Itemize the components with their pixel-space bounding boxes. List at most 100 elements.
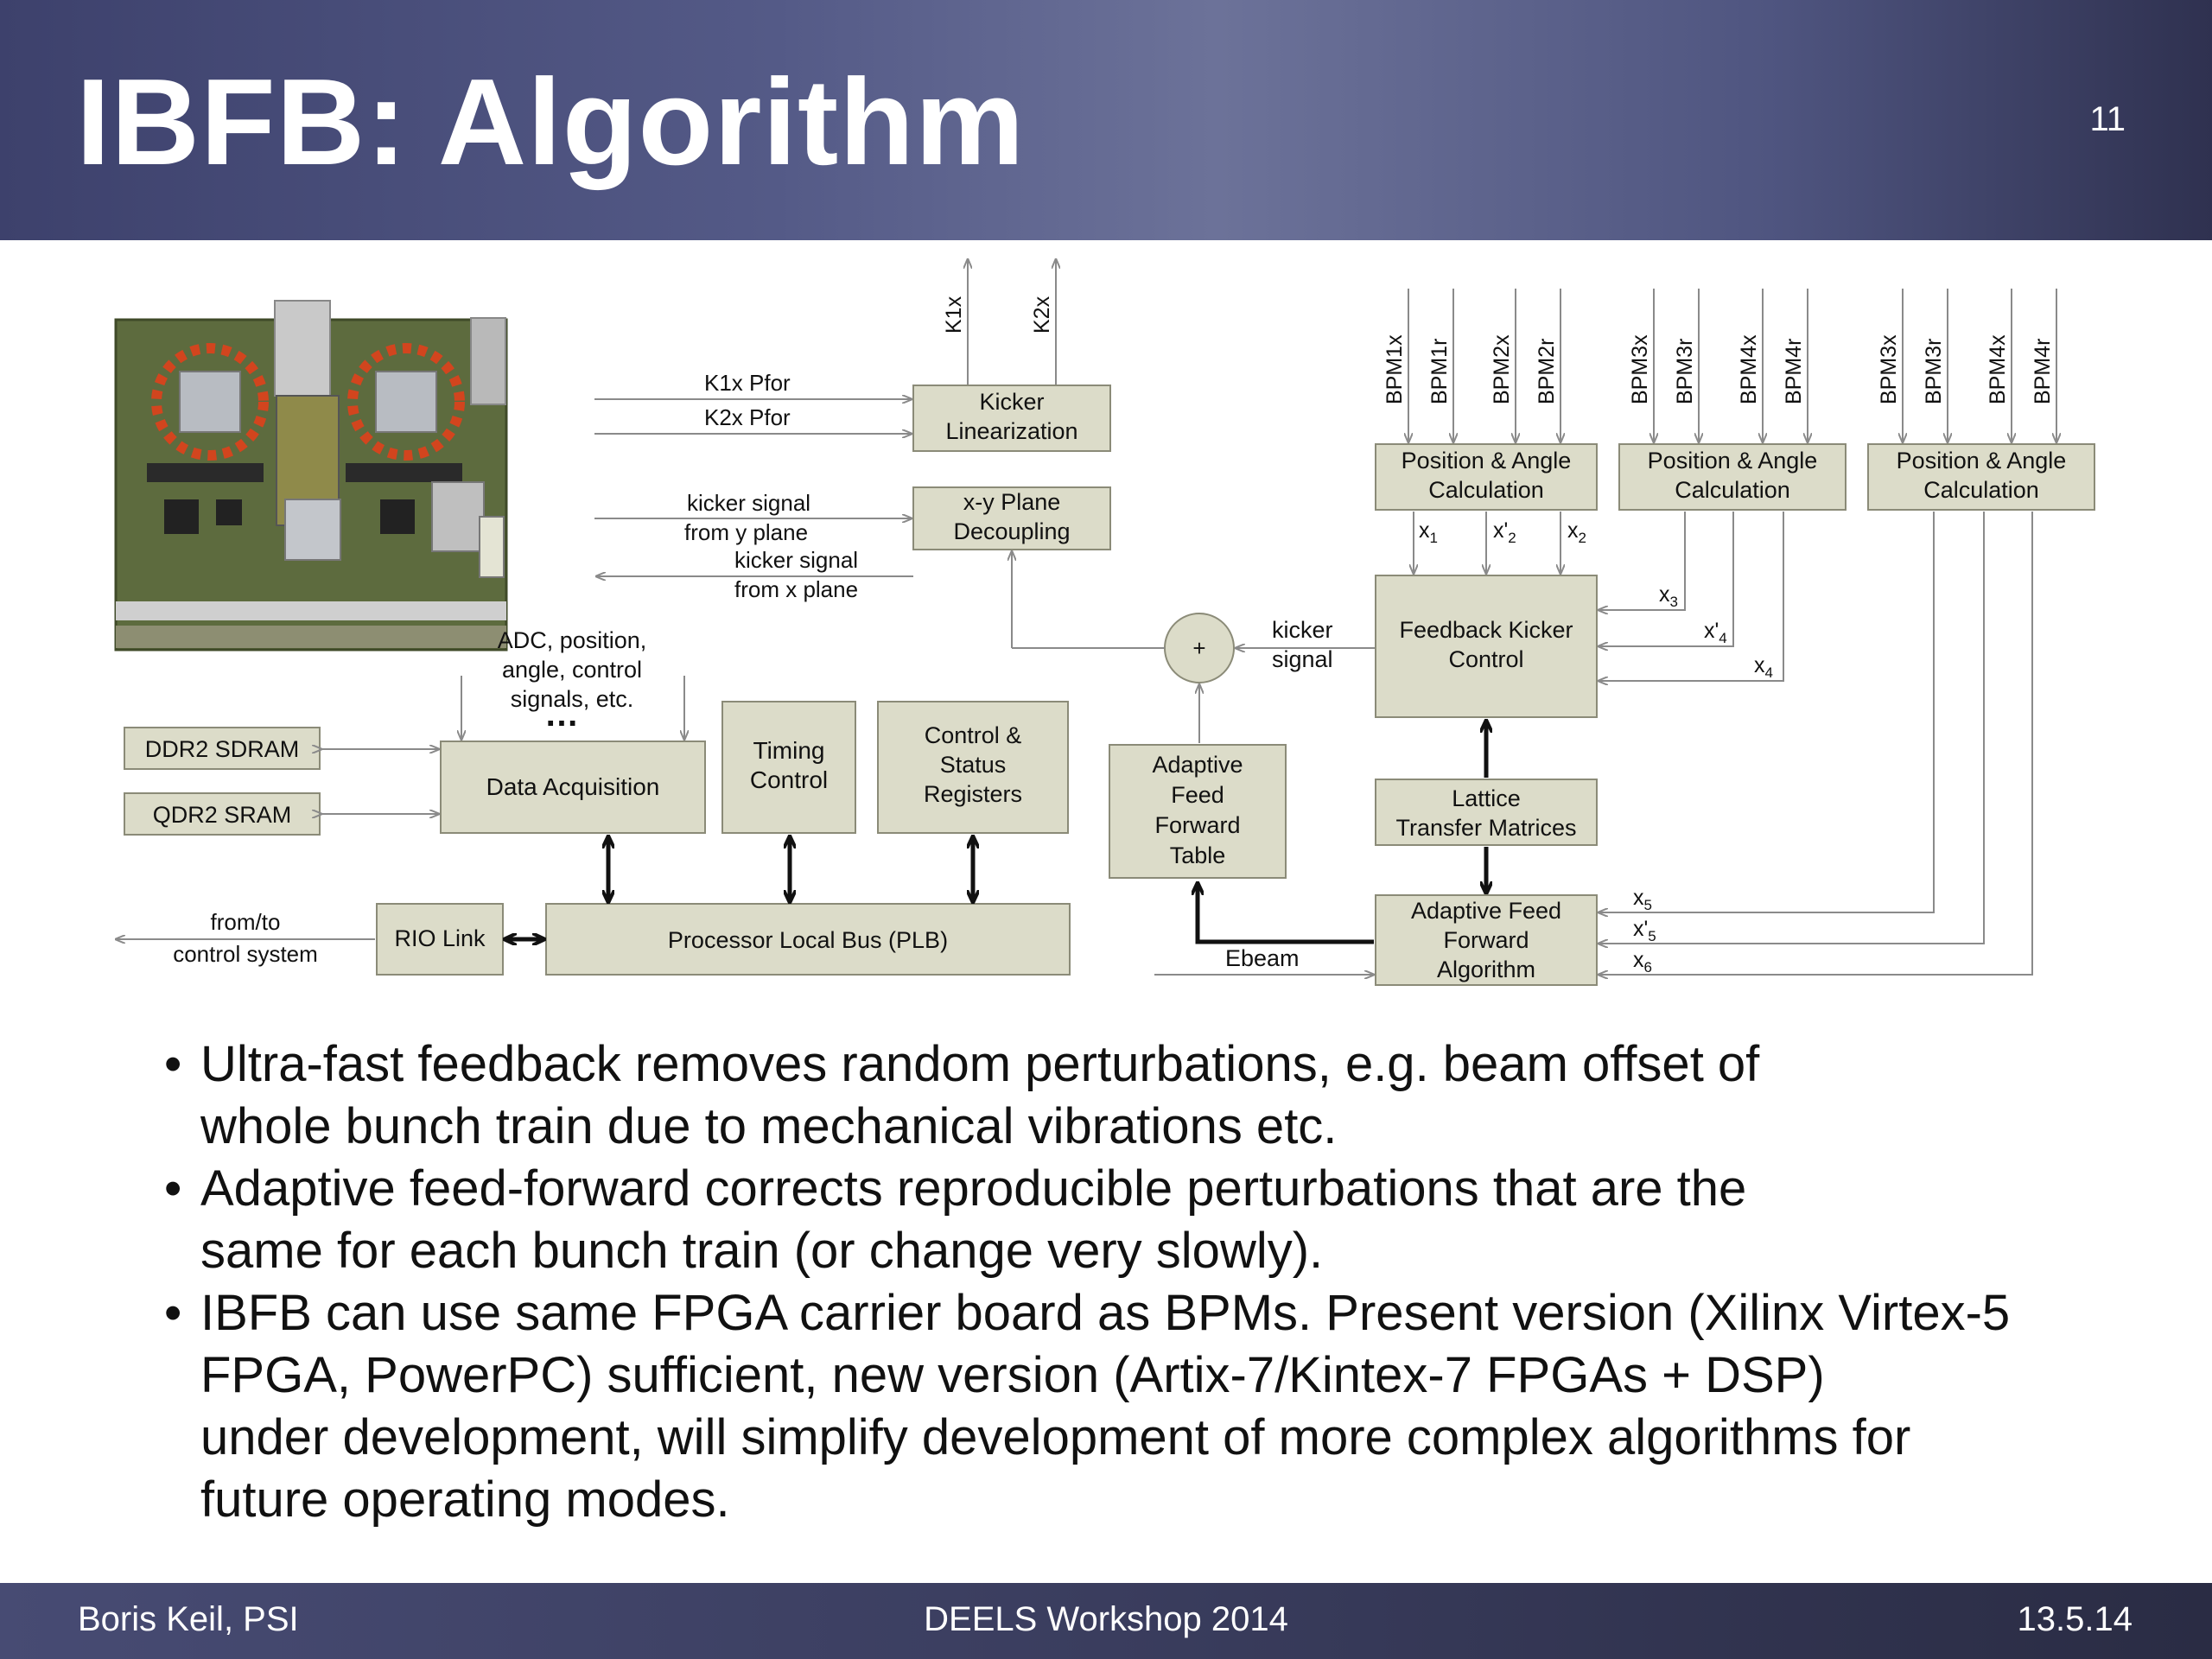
- position-angle-calc-1: [1375, 443, 1598, 511]
- kicker-y-line-2: from y plane: [684, 519, 808, 545]
- xy-decoupling-line-2: Decoupling: [953, 518, 1070, 544]
- bullet-line: same for each bunch train (or change ver…: [200, 1223, 1324, 1279]
- sig-x1: x1: [1419, 518, 1438, 546]
- aff-table-line-1: Adaptive: [1152, 752, 1243, 778]
- bullet-item: • Adaptive feed-forward corrects reprodu…: [164, 1158, 2169, 1282]
- sig-x5: x5: [1633, 886, 1652, 913]
- data-acquisition-label: Data Acquisition: [486, 773, 660, 800]
- processor-local-bus-block: [545, 903, 1071, 976]
- bullet-list: • Ultra-fast feedback removes random per…: [164, 1033, 2169, 1531]
- pac3-line-1: Position & Angle: [1897, 448, 2067, 474]
- bullet-item: • IBFB can use same FPGA carrier board a…: [164, 1282, 2169, 1531]
- bullet-line: Ultra-fast feedback removes random pertu…: [200, 1036, 1760, 1092]
- ebeam-label: Ebeam: [1225, 945, 1300, 971]
- k2x-pfor-label: K2x Pfor: [704, 404, 791, 430]
- title-bar: IBFB: Algorithm 11: [0, 0, 2212, 240]
- summing-junction-symbol: +: [1192, 635, 1205, 661]
- aff-table-line-3: Forward: [1154, 812, 1240, 838]
- xy-decoupling-line-1: x-y Plane: [963, 489, 1061, 515]
- adc-line-1: ADC, position,: [498, 627, 647, 653]
- position-angle-calc-2: [1618, 443, 1847, 511]
- bpm2r-label: BPM2r: [1535, 339, 1559, 404]
- fkc-line-1: Feedback Kicker: [1399, 617, 1573, 643]
- bullet-line: under development, will simplify develop…: [200, 1409, 1911, 1465]
- sig-x4: x4: [1754, 653, 1773, 681]
- pac3-line-2: Calculation: [1923, 477, 2039, 503]
- adc-line-2: angle, control: [502, 657, 642, 683]
- feedback-kicker-control-block: [1375, 575, 1598, 718]
- g2-bpm4x-label: BPM4x: [1737, 334, 1761, 404]
- kicker-x-line-1: kicker signal: [734, 547, 858, 573]
- pac1-line-2: Calculation: [1428, 477, 1544, 503]
- bullet-line: whole bunch train due to mechanical vibr…: [200, 1098, 1338, 1154]
- rio-link-label: RIO Link: [394, 925, 486, 951]
- bullet-marker: •: [164, 1036, 182, 1092]
- sig-x2: x2: [1567, 518, 1586, 546]
- csr-line-1: Control &: [925, 722, 1022, 748]
- affa-line-1: Adaptive Feed: [1411, 898, 1561, 924]
- aff-table-line-2: Feed: [1171, 782, 1224, 808]
- bullet-line: Adaptive feed-forward corrects reproduci…: [200, 1160, 1747, 1217]
- g3-bpm4r-label: BPM4r: [2031, 339, 2055, 404]
- affa-line-2: Forward: [1443, 927, 1529, 953]
- csr-line-2: Status: [940, 752, 1007, 778]
- kicker-linearization-line-1: Kicker: [979, 389, 1044, 415]
- data-acquisition-block: [440, 741, 706, 834]
- adc-line-3: signals, etc.: [511, 686, 634, 712]
- bpm1r-label: BPM1r: [1427, 339, 1452, 404]
- adaptive-feed-forward-algorithm-block: [1375, 894, 1598, 986]
- g2-bpm3x-label: BPM3x: [1628, 334, 1652, 404]
- sig-x2-prime: x'2: [1493, 518, 1516, 546]
- fromto-line-2: control system: [173, 941, 318, 967]
- fromto-line-1: from/to: [211, 909, 281, 935]
- bullet-item: • Ultra-fast feedback removes random per…: [164, 1033, 2169, 1158]
- bpm-group-3: BPM3x BPM3r BPM4x BPM4r: [1877, 289, 2056, 442]
- bullet-line: IBFB can use same FPGA carrier board as …: [200, 1285, 2011, 1341]
- pac2-line-1: Position & Angle: [1648, 448, 1818, 474]
- pac1-line-1: Position & Angle: [1402, 448, 1572, 474]
- affa-line-3: Algorithm: [1437, 957, 1535, 982]
- kicker-signal-line-1: kicker: [1272, 617, 1333, 643]
- slide-title: IBFB: Algorithm: [76, 54, 1026, 191]
- bullet-line: future operating modes.: [200, 1471, 730, 1528]
- footer-date: 13.5.14: [2017, 1600, 2133, 1638]
- qdr2-sram-box: [124, 792, 321, 836]
- k2x-label: K2x: [1030, 296, 1054, 334]
- footer-event: DEELS Workshop 2014: [924, 1600, 1288, 1638]
- bullet-marker: •: [164, 1160, 182, 1217]
- adaptive-feed-forward-table-block: [1109, 744, 1287, 879]
- kicker-linearization-block: [912, 385, 1111, 452]
- qdr2-label: QDR2 SRAM: [153, 802, 292, 828]
- g3-bpm3r-label: BPM3r: [1922, 339, 1946, 404]
- csr-line-3: Registers: [924, 781, 1022, 807]
- lattice-transfer-matrices-block: [1375, 779, 1598, 846]
- k1x-label: K1x: [942, 296, 966, 334]
- fkc-line-2: Control: [1448, 646, 1523, 672]
- kicker-y-line-1: kicker signal: [687, 490, 810, 516]
- position-angle-calc-3: [1867, 443, 2095, 511]
- k1x-pfor-label: K1x Pfor: [704, 370, 791, 396]
- kicker-signal-line-2: signal: [1272, 646, 1333, 672]
- footer-author: Boris Keil, PSI: [78, 1600, 299, 1638]
- timing-line-1: Timing: [753, 737, 825, 764]
- bpm-group-2: BPM3x BPM3r BPM4x BPM4r: [1628, 289, 1808, 442]
- g3-bpm4x-label: BPM4x: [1986, 334, 2010, 404]
- xy-plane-decoupling-block: [912, 486, 1111, 550]
- g2-bpm4r-label: BPM4r: [1782, 339, 1806, 404]
- sig-x4-prime: x'4: [1704, 619, 1727, 646]
- bpm1x-label: BPM1x: [1382, 334, 1407, 404]
- bpm2x-label: BPM2x: [1490, 334, 1514, 404]
- bpm-group-1: BPM1x BPM1r BPM2x BPM2r: [1382, 289, 1560, 442]
- sig-x5-prime: x'5: [1633, 917, 1656, 944]
- ltm-line-2: Transfer Matrices: [1395, 815, 1576, 841]
- rio-link-block: [376, 903, 504, 976]
- bullet-line: FPGA, PowerPC) sufficient, new version (…: [200, 1347, 1825, 1403]
- plb-label: Processor Local Bus (PLB): [668, 927, 948, 953]
- algorithm-block-diagram: K1x K2x K1x Pfor K2x Pfor Kicker Lineari…: [114, 240, 2095, 986]
- sig-x6: x6: [1633, 948, 1652, 976]
- control-status-registers-block: [877, 701, 1069, 834]
- ltm-line-1: Lattice: [1452, 785, 1521, 811]
- pac2-line-2: Calculation: [1675, 477, 1790, 503]
- ddr2-label: DDR2 SDRAM: [145, 736, 300, 762]
- slide-number: 11: [2089, 100, 2126, 138]
